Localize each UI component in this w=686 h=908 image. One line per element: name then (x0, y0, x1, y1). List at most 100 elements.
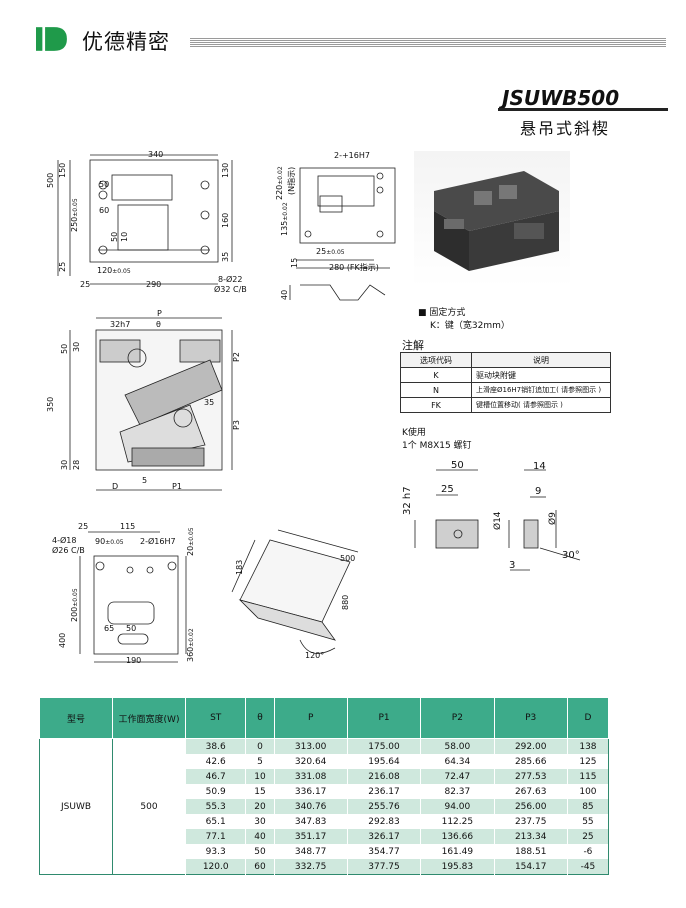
col-p2: P2 (420, 697, 495, 739)
dim-50-lower: 50 (126, 624, 137, 633)
table-cell: 195.83 (420, 859, 495, 875)
dim-35: 35 (221, 251, 230, 262)
header-rule (190, 38, 666, 48)
table-cell: 93.3 (184, 844, 246, 859)
dim-25-left: 25 (58, 261, 67, 272)
dim-25: 25 (80, 280, 91, 289)
table-cell: 154.17 (493, 859, 568, 875)
table-cell: 336.17 (273, 784, 348, 799)
table-cell: 60 (245, 859, 274, 875)
dim-P2: P2 (232, 352, 241, 362)
table-cell: 351.17 (273, 829, 348, 844)
dim-90: 90±0.05 (95, 537, 124, 546)
table-cell: 256.00 (493, 799, 568, 814)
table-cell: 175.00 (346, 738, 421, 754)
table-cell: 236.17 (346, 784, 421, 799)
table-cell: 216.08 (346, 769, 421, 784)
holes-label: 8-Ø22 (218, 275, 243, 284)
table-cell: 58.00 (420, 738, 495, 754)
table-cell: 188.51 (493, 844, 568, 859)
dim-400: 400 (58, 632, 67, 648)
dim-P: P (157, 309, 162, 318)
table-cell: 5 (245, 754, 274, 769)
table-cell: 213.34 (493, 829, 568, 844)
table-cell: 277.53 (493, 769, 568, 784)
model-cell: JSUWB (39, 738, 113, 875)
dim-290: 290 (146, 280, 162, 289)
notes-head-desc: 说明 (471, 352, 611, 368)
key-dim-3: 3 (509, 560, 516, 571)
spec-table-header: 型号 工作面宽度(W) ST θ P P1 P2 P3 D (39, 697, 610, 739)
dim-20: 20±0.05 (186, 527, 195, 556)
table-cell: -45 (566, 859, 609, 875)
key-dim-phi14: Ø14 (493, 511, 503, 530)
model-underline (498, 108, 668, 111)
dim-200: 200±0.05 (70, 588, 79, 622)
dim-160: 160 (221, 212, 230, 228)
key-dim-30deg: 30° (562, 550, 580, 561)
dim-280: 280 (FK指示) (329, 263, 379, 272)
pin-label: 2-+16H7 (334, 151, 370, 160)
dim-250: 250±0.05 (70, 198, 79, 232)
table-cell: 100 (566, 784, 609, 799)
col-p: P (273, 697, 348, 739)
table-cell: 120.0 (184, 859, 246, 875)
table-cell: 292.00 (493, 738, 568, 754)
table-cell: 115 (566, 769, 609, 784)
table-cell: 292.83 (346, 814, 421, 829)
col-theta: θ (245, 697, 275, 739)
table-cell: 42.6 (184, 754, 246, 769)
notes-title: 注解 (402, 339, 424, 352)
counterbore-26: Ø26 C/B (52, 546, 85, 555)
col-st: ST (184, 697, 247, 739)
notes-row: N 上滑座Ø16H7销钉追加工( 请参照图示 ) (400, 382, 611, 398)
table-cell: 15 (245, 784, 274, 799)
dim-65: 65 (104, 624, 115, 633)
table-cell: 377.75 (346, 859, 421, 875)
table-cell: 82.37 (420, 784, 495, 799)
dim-135: 135±0.02 (280, 202, 289, 236)
notes-table: 选项代码 说明 K 驱动块附键 N 上滑座Ø16H7销钉追加工( 请参照图示 )… (400, 352, 611, 413)
table-cell: 255.76 (346, 799, 421, 814)
key-dim-25: 25 (441, 484, 454, 495)
table-cell: 331.08 (273, 769, 348, 784)
dim-130: 130 (221, 162, 230, 178)
table-cell: 0 (245, 738, 274, 754)
holes-4: 4-Ø18 (52, 536, 77, 545)
dim-220-note: (N指示) (287, 166, 296, 195)
pins-2: 2-Ø16H7 (140, 537, 176, 546)
dim-25-mid: 25±0.05 (316, 247, 345, 256)
dim-40: 40 (280, 289, 289, 300)
dim-5: 5 (142, 476, 148, 485)
col-d: D (566, 697, 610, 739)
table-cell: 64.34 (420, 754, 495, 769)
table-cell: 313.00 (273, 738, 348, 754)
table-cell: -6 (566, 844, 609, 859)
counterbore-label: Ø32 C/B (214, 285, 247, 294)
table-cell: 136.66 (420, 829, 495, 844)
iso-dim-183: 183 (235, 559, 244, 575)
dim-30-bottom: 30 (60, 459, 69, 470)
dim-inner-50b: 50 (110, 231, 119, 242)
dim-30-side: 30 (72, 341, 81, 352)
brand-logo-icon (36, 27, 67, 51)
col-p1: P1 (346, 697, 422, 739)
dim-inner-60: 60 (99, 206, 110, 215)
dim-360: 360±0.02 (186, 628, 195, 662)
brand-name: 优德精密 (82, 30, 170, 54)
table-cell: 85 (566, 799, 609, 814)
model-title: JSUWB500 (502, 86, 620, 110)
dim-P3: P3 (232, 420, 241, 430)
dim-50-side: 50 (60, 343, 69, 354)
notes-row: FK 键槽位置移动( 请参照图示 ) (400, 397, 611, 413)
table-cell: 55 (566, 814, 609, 829)
table-cell: 125 (566, 754, 609, 769)
table-cell: 195.64 (346, 754, 421, 769)
dim-inner-10: 10 (120, 231, 129, 242)
table-cell: 30 (245, 814, 274, 829)
